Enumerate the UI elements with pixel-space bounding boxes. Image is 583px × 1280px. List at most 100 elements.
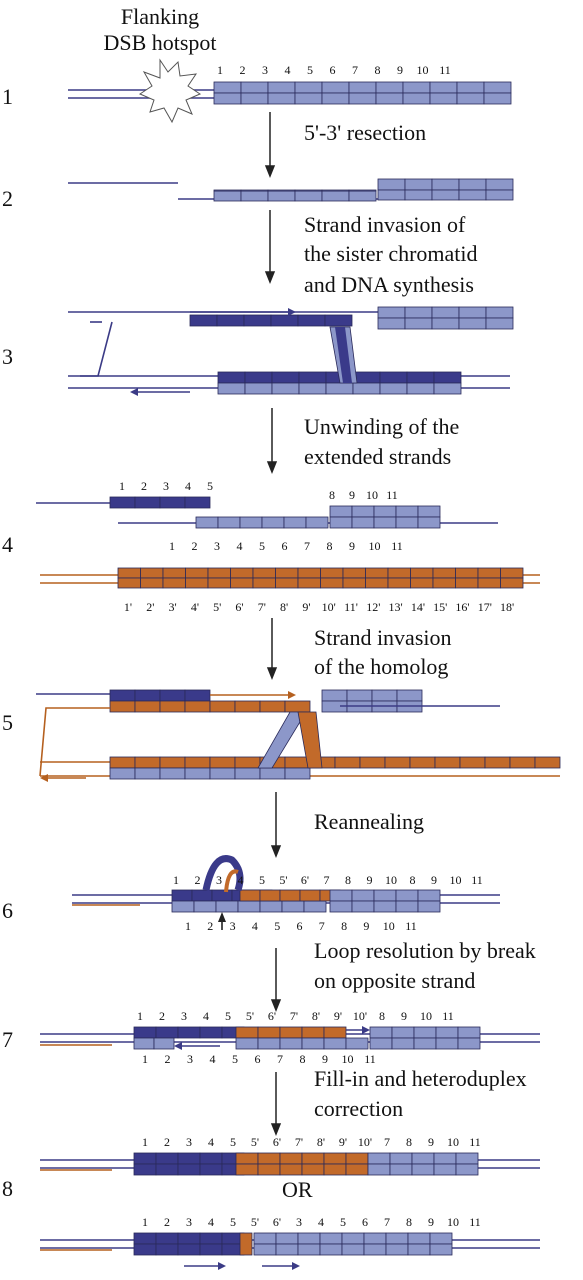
repeat-unit xyxy=(433,371,462,384)
repeat-number: 9 xyxy=(431,873,437,887)
step-4: 4 xyxy=(2,532,13,557)
repeat-number: 3 xyxy=(214,539,220,553)
repeat-unit xyxy=(177,1243,201,1256)
repeat-unit xyxy=(406,371,435,384)
repeat-unit xyxy=(109,767,136,780)
repeat-unit xyxy=(458,178,487,191)
repeat-unit xyxy=(377,189,406,201)
repeat-unit xyxy=(359,756,386,769)
repeat-unit xyxy=(431,317,460,330)
step-7: 7 xyxy=(2,1027,13,1052)
repeat-unit xyxy=(375,92,404,105)
repeat-number: 10' xyxy=(353,1009,367,1023)
repeat-unit xyxy=(162,577,186,589)
repeat-unit xyxy=(435,1037,459,1050)
repeat-number: 10 xyxy=(450,873,462,887)
repeat-number: 16' xyxy=(455,600,469,614)
repeat-unit xyxy=(199,1243,223,1256)
repeat-unit xyxy=(348,81,377,94)
repeat-unit xyxy=(432,567,456,579)
repeat-number: 8 xyxy=(375,63,381,77)
repeat-number: 6' xyxy=(268,1009,276,1023)
repeat-unit xyxy=(433,1163,457,1176)
repeat-unit xyxy=(177,1232,201,1245)
repeat-number: 3 xyxy=(262,63,268,77)
repeat-unit xyxy=(294,189,323,192)
repeat-number: 3 xyxy=(216,873,222,887)
repeat-unit xyxy=(395,900,419,913)
repeat-unit xyxy=(199,1152,223,1165)
repeat-unit xyxy=(283,516,307,529)
repeat-unit xyxy=(253,1232,277,1245)
repeat-unit xyxy=(377,306,406,319)
repeat-number: 1 xyxy=(185,919,191,933)
repeat-unit xyxy=(363,1243,387,1256)
repeat-number: 8 xyxy=(406,1215,412,1229)
repeat-unit xyxy=(341,1243,365,1256)
repeat-number: 10 xyxy=(342,1052,354,1066)
dna-strand-line xyxy=(39,707,110,777)
repeat-unit xyxy=(509,756,536,769)
repeat-number: 10' xyxy=(322,600,336,614)
repeat-unit xyxy=(267,92,296,105)
header-line2: DSB hotspot xyxy=(103,30,216,55)
repeat-unit xyxy=(133,1026,157,1039)
repeat-number: 5 xyxy=(259,539,265,553)
repeat-unit xyxy=(294,92,323,105)
repeat-unit xyxy=(207,567,231,579)
repeat-unit xyxy=(275,1243,299,1256)
repeat-unit xyxy=(267,190,296,202)
repeat-unit xyxy=(240,189,269,192)
repeat-unit xyxy=(234,767,261,780)
repeat-unit xyxy=(459,756,486,769)
repeat-number: 9 xyxy=(367,873,373,887)
repeat-number: 7' xyxy=(290,1009,298,1023)
repeat-unit xyxy=(301,1163,325,1176)
repeat-unit xyxy=(155,1163,179,1176)
repeat-number: 10 xyxy=(447,1135,459,1149)
repeat-number: 5' xyxy=(213,600,221,614)
repeat-unit xyxy=(217,516,241,529)
repeat-number: 6 xyxy=(330,63,336,77)
repeat-unit xyxy=(217,382,246,395)
repeat-number: 2 xyxy=(195,873,201,887)
repeat-number: 11' xyxy=(344,600,358,614)
repeat-unit xyxy=(281,900,305,913)
repeat-number: 1 xyxy=(137,1009,143,1023)
arrow-head xyxy=(264,165,276,179)
repeat-number: 11 xyxy=(469,1215,481,1229)
repeat-unit xyxy=(407,1243,431,1256)
repeat-number: 3 xyxy=(186,1215,192,1229)
step-arrows xyxy=(264,112,282,1137)
repeat-number: 7 xyxy=(352,63,358,77)
repeat-number: 5 xyxy=(259,873,265,887)
repeat-unit xyxy=(434,756,461,769)
repeat-number: 8 xyxy=(379,1009,385,1023)
repeat-unit xyxy=(455,1152,479,1165)
repeat-unit xyxy=(345,1163,369,1176)
repeat-number: 10 xyxy=(385,873,397,887)
crossover-strand xyxy=(335,327,352,383)
repeat-unit xyxy=(387,577,411,589)
repeat-unit xyxy=(417,516,441,529)
repeat-unit xyxy=(409,756,436,769)
repeat-number: 2 xyxy=(164,1135,170,1149)
repeat-number: 4 xyxy=(210,1052,216,1066)
repeat-unit xyxy=(319,1243,343,1256)
repeat-unit xyxy=(297,567,321,579)
repeat-number: 3 xyxy=(230,919,236,933)
repeat-number: 4 xyxy=(285,63,291,77)
repeat-number: 7 xyxy=(384,1135,390,1149)
arrow-head xyxy=(288,308,296,316)
repeat-unit xyxy=(133,1232,157,1245)
repeat-unit xyxy=(270,314,299,327)
repeat-unit xyxy=(483,81,512,94)
repeat-number: 2 xyxy=(141,479,147,493)
repeat-unit xyxy=(384,756,411,769)
loop-structure xyxy=(202,855,244,892)
repeat-unit xyxy=(402,81,431,94)
repeat-unit xyxy=(271,371,300,384)
repeat-number: 10 xyxy=(383,919,395,933)
repeat-number: 10 xyxy=(447,1215,459,1229)
